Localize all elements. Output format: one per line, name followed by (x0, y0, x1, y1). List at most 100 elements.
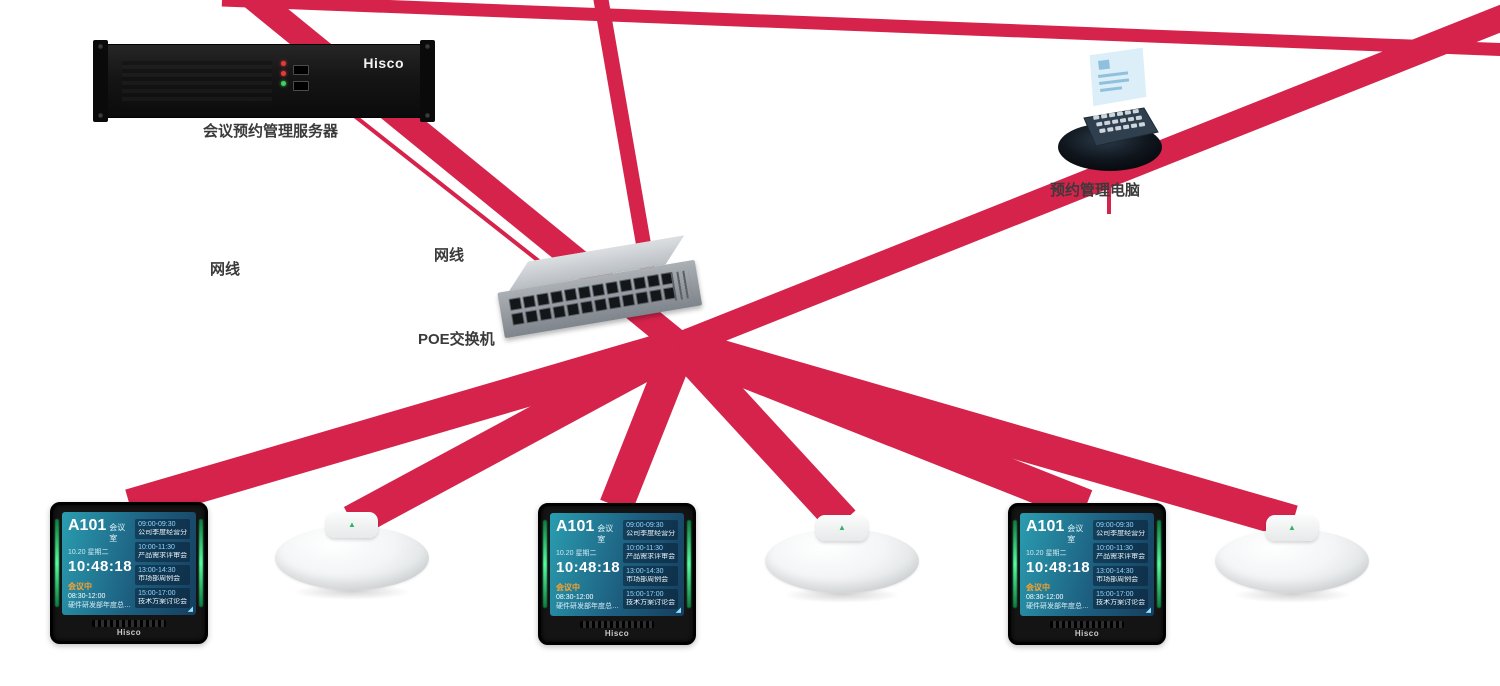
speaker-grill (1050, 620, 1124, 628)
schedule-row: 15:00-17:00 技术方案讨论会 (1093, 589, 1148, 610)
wireless-ap-device: ▲ (765, 515, 919, 603)
schedule-time: 10:00-11:30 (138, 544, 175, 552)
current-meeting-title: 硬件研发部年度总结会议 (68, 602, 131, 609)
room-name: A101 (1026, 518, 1065, 535)
schedule-list: 09:00-09:30 公司季度经营分析会 10:00-11:30 产品需求评审… (135, 517, 190, 610)
meeting-status-badge: 会议中 (68, 582, 92, 591)
schedule-list: 09:00-09:30 公司季度经营分析会 10:00-11:30 产品需求评审… (1093, 518, 1148, 611)
screw (98, 113, 103, 118)
server-port (293, 65, 309, 75)
meeting-status-badge: 会议中 (556, 583, 580, 592)
schedule-row: 09:00-09:30 公司季度经营分析会 (623, 520, 678, 541)
ethernet-port (632, 276, 647, 291)
dome-logo-icon: ▲ (838, 523, 846, 532)
schedule-title: 公司季度经营分析会 (138, 529, 187, 537)
ethernet-port (649, 288, 663, 303)
panel-clock: 10:48:18 (1026, 559, 1091, 576)
schedule-row: 15:00-17:00 技术方案讨论会 (135, 588, 190, 609)
panel-left-column: A101 会议室 10.20 星期二 10:48:18 会议中 08:30-12… (556, 518, 621, 611)
panel-clock: 10:48:18 (68, 558, 133, 575)
panel-left-column: A101 会议室 10.20 星期二 10:48:18 会议中 08:30-12… (1026, 518, 1091, 611)
schedule-row: 13:00-14:30 市场部周例会 (135, 565, 190, 586)
schedule-title: 产品需求评审会议 (138, 552, 187, 560)
dome-shadow (783, 587, 901, 603)
dome-shadow (1233, 587, 1351, 603)
link-line (221, 0, 1500, 57)
speaker-grill (580, 620, 654, 628)
dome-cap: ▲ (326, 512, 378, 538)
panel-chin: Hisco (541, 618, 693, 640)
schedule-title: 市场部周例会 (1096, 576, 1139, 584)
switch-label: POE交换机 (418, 331, 495, 348)
current-meeting-title: 硬件研发部年度总结会议 (1026, 603, 1089, 610)
panel-clock: 10:48:18 (556, 559, 621, 576)
schedule-time: 09:00-09:30 (626, 522, 664, 529)
schedule-row: 13:00-14:30 市场部周例会 (1093, 566, 1148, 587)
room-name-row: A101 会议室 (1026, 518, 1089, 545)
schedule-row: 13:00-14:30 市场部周例会 (623, 566, 678, 587)
schedule-row: 15:00-17:00 技术方案讨论会 (623, 589, 678, 610)
schedule-time: 09:00-09:30 (1096, 522, 1134, 529)
panel-brand-logo: Hisco (116, 627, 142, 637)
ethernet-port (605, 280, 619, 295)
speaker-grill (92, 619, 166, 627)
meeting-status-badge: 会议中 (1026, 583, 1050, 592)
ethernet-port (508, 297, 523, 311)
current-meeting-range: 08:30-12:00 (556, 594, 594, 601)
schedule-time: 13:00-14:30 (1096, 568, 1134, 576)
room-suffix: 会议室 (597, 524, 614, 544)
ethernet-port (566, 302, 581, 317)
server-port (293, 81, 309, 91)
panel-chin: Hisco (53, 617, 205, 639)
schedule-time: 13:00-14:30 (626, 568, 664, 576)
ethernet-port (646, 273, 661, 288)
schedule-title: 公司季度经营分析会 (626, 530, 675, 538)
ethernet-port (635, 291, 650, 305)
server-io-cluster (279, 59, 319, 103)
ethernet-port (549, 290, 564, 304)
switch-vents (670, 270, 693, 301)
management-pc-label: 预约管理电脑 (1050, 182, 1141, 199)
wireless-ap-device: ▲ (1215, 515, 1369, 603)
schedule-title: 技术方案讨论会 (138, 598, 187, 606)
panel-screen: A101 会议室 10.20 星期二 10:48:18 会议中 08:30-12… (1020, 513, 1154, 616)
schedule-title: 技术方案讨论会 (626, 599, 675, 607)
current-meeting-title: 硬件研发部年度总结会议 (556, 603, 619, 610)
room-name-row: A101 会议室 (556, 518, 619, 545)
ethernet-port (618, 278, 633, 293)
link-line (675, 328, 1298, 539)
panel-date: 10.20 星期二 (68, 549, 109, 556)
led-strip (687, 520, 691, 608)
laptop-illustration (1058, 44, 1162, 171)
cable-label: 网线 (434, 247, 465, 264)
link-line (125, 328, 685, 523)
ethernet-port (621, 293, 636, 308)
panel-screen: A101 会议室 10.20 星期二 10:48:18 会议中 08:30-12… (62, 512, 196, 615)
link-line (593, 0, 656, 272)
server-label: 会议预约管理服务器 (203, 123, 339, 140)
link-line (675, 4, 1500, 358)
schedule-row: 09:00-09:30 公司季度经营分析会 (135, 519, 190, 540)
switch-body (493, 234, 704, 350)
cable-label: 网线 (210, 261, 241, 278)
meeting-panel-device: A101 会议室 10.20 星期二 10:48:18 会议中 08:30-12… (1008, 503, 1166, 645)
server-brand-logo: Hisco (363, 55, 404, 71)
management-laptop-device (1052, 34, 1168, 174)
led-strip (1157, 520, 1161, 608)
schedule-time: 09:00-09:30 (138, 521, 176, 528)
schedule-list: 09:00-09:30 公司季度经营分析会 10:00-11:30 产品需求评审… (623, 518, 678, 611)
panel-logo-icon: ◢ (187, 606, 193, 613)
current-meeting-range: 08:30-12:00 (68, 593, 106, 600)
schedule-row: 10:00-11:30 产品需求评审会议 (135, 542, 190, 563)
schedule-row: 09:00-09:30 公司季度经营分析会 (1093, 520, 1148, 541)
schedule-time: 13:00-14:30 (138, 567, 176, 575)
meeting-panel-device: A101 会议室 10.20 星期二 10:48:18 会议中 08:30-12… (538, 503, 696, 645)
keyboard-keys (1093, 108, 1146, 134)
server-vents (122, 57, 272, 105)
schedule-row: 10:00-11:30 产品需求评审会议 (623, 543, 678, 564)
led-strip (55, 519, 59, 607)
ethernet-port (511, 311, 525, 326)
room-name: A101 (68, 517, 107, 534)
link-line (345, 108, 542, 264)
